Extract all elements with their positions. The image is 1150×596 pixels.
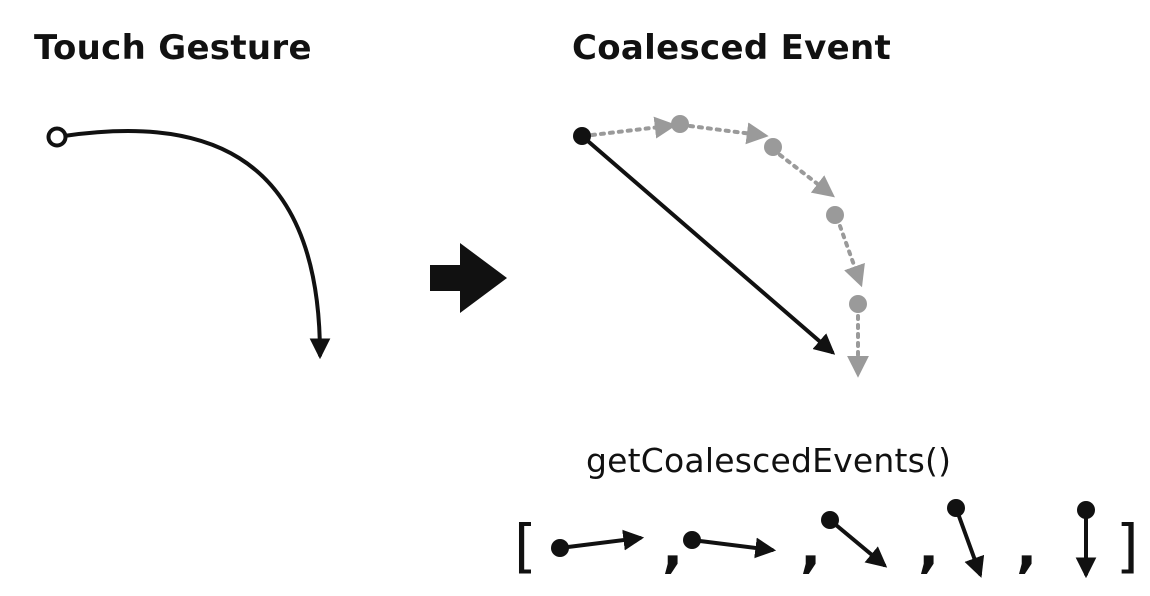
list-separator: , [800, 515, 821, 580]
transition-arrow-icon [430, 243, 507, 313]
list-close-bracket: ] [1116, 512, 1139, 580]
sub-event-point [849, 295, 867, 313]
list-item-event-1 [551, 529, 645, 557]
gesture-curve [62, 129, 331, 360]
coalesced-start-point [573, 127, 591, 145]
sub-event-point [764, 138, 782, 156]
coalesced-vector [580, 134, 836, 355]
gesture-start-point [46, 126, 68, 148]
sub-event-segment [688, 122, 769, 145]
coalesced-sub-events [590, 115, 869, 378]
list-item-event-2 [683, 531, 777, 559]
touch-gesture-path [46, 126, 331, 360]
sub-event-segment [590, 116, 677, 139]
sub-event-segment [838, 224, 865, 288]
sub-event-segment [778, 153, 835, 198]
coalesced-event-title: Coalesced Event [572, 28, 891, 68]
list-item-event-4 [947, 499, 985, 578]
list-item-event-3 [821, 511, 888, 568]
get-coalesced-events-title: getCoalescedEvents() [586, 441, 952, 480]
sub-event-point [671, 115, 689, 133]
list-separator: , [1016, 515, 1037, 580]
list-open-bracket: [ [514, 512, 537, 580]
list-separator: , [918, 515, 939, 580]
list-separator: , [662, 515, 683, 580]
coalesced-events-list: [ , , , , ] [514, 499, 1139, 580]
coalesced-event-arrow [573, 127, 836, 355]
list-item-event-5 [1075, 501, 1097, 579]
sub-event-point [826, 206, 844, 224]
touch-gesture-title: Touch Gesture [34, 28, 312, 68]
